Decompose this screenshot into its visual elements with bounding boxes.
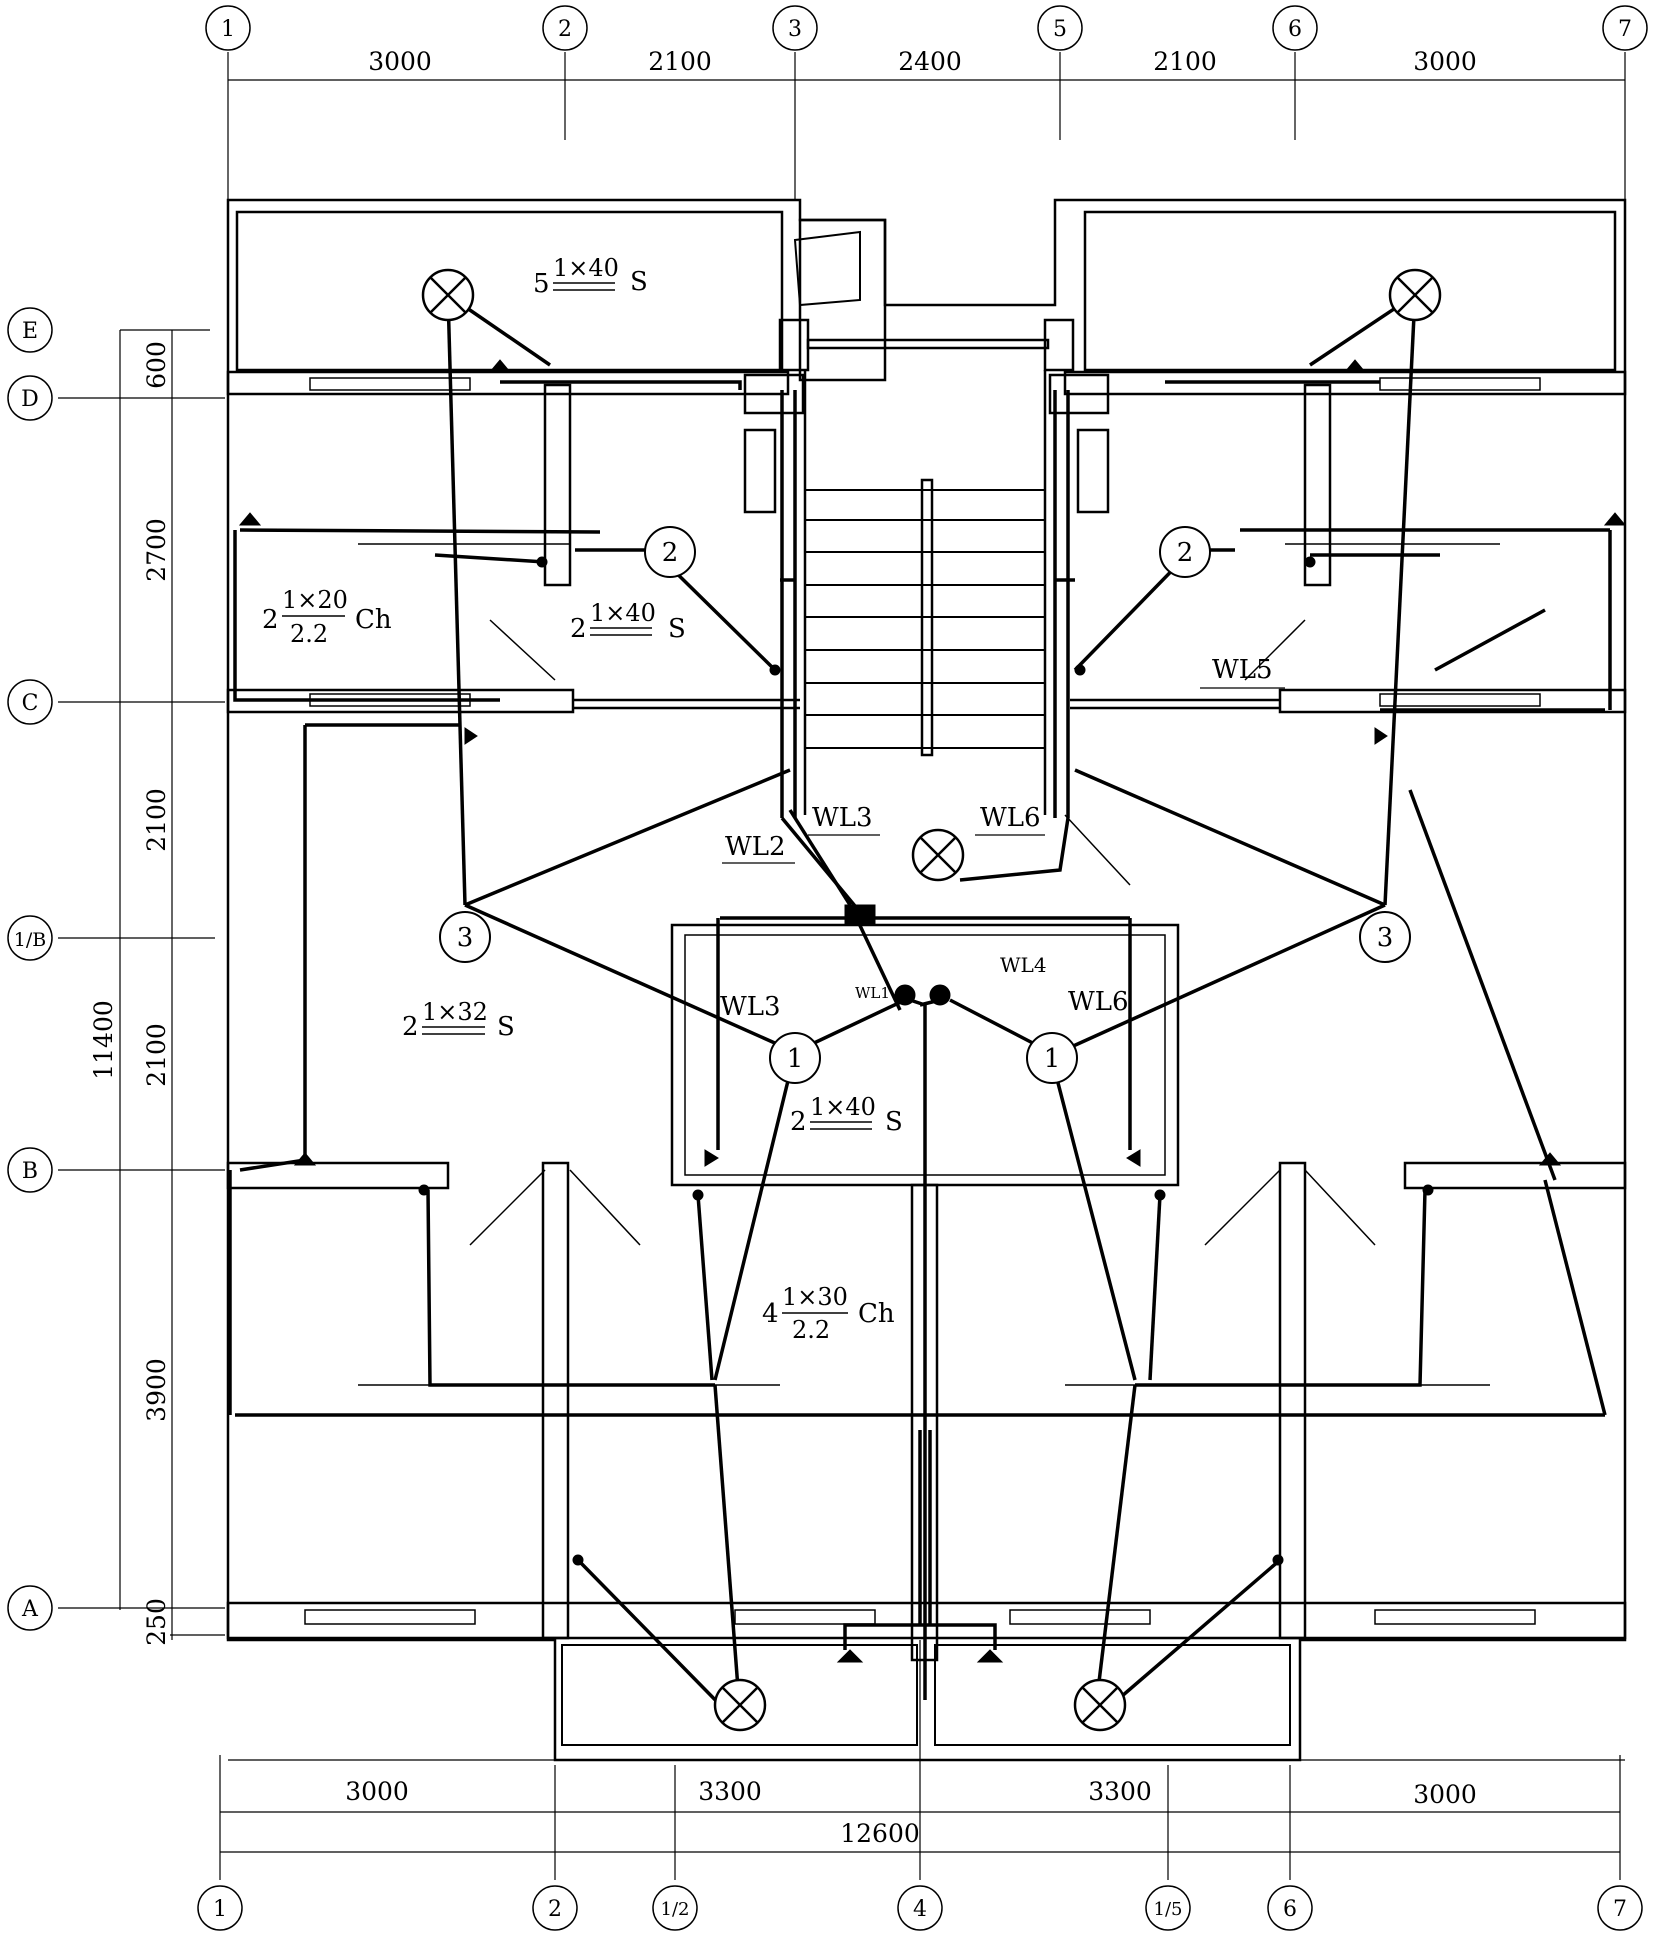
lamp-count: 2	[790, 1107, 807, 1137]
circuit-label: WL6	[1068, 987, 1129, 1017]
lamp-height: 2.2	[290, 620, 328, 648]
dimension-bottom: 3000	[1413, 1780, 1477, 1809]
lamp-icon	[1388, 268, 1442, 322]
dimension-top: 2100	[1153, 47, 1217, 76]
axis-label-bottom: 6	[1283, 1897, 1297, 1922]
axis-label-top: 5	[1053, 17, 1067, 42]
lamp-count: 5	[533, 269, 550, 299]
lamp-spec: 1×40	[590, 599, 656, 627]
axis-label-top: 7	[1618, 17, 1632, 42]
circuit-label: WL2	[725, 832, 786, 862]
node-circles	[439, 526, 1411, 1084]
dimension-left: 600	[142, 341, 171, 389]
lamp-height: 2.2	[792, 1316, 830, 1344]
top-axis-bubbles	[205, 5, 1648, 51]
axis-label-left: D	[21, 387, 39, 412]
lamp-suffix: S	[885, 1107, 903, 1137]
dimension-top: 2100	[648, 47, 712, 76]
node-label: 1	[1044, 1044, 1061, 1074]
axis-label-bottom: 4	[913, 1897, 927, 1922]
lamp-spec: 1×32	[422, 998, 488, 1026]
circuit-label: WL6	[980, 803, 1041, 833]
grid-lines	[58, 52, 1626, 1880]
axis-label-top: 3	[788, 17, 802, 42]
dimension-left: 250	[142, 1598, 171, 1646]
axis-label-bottom: 1/5	[1154, 1899, 1183, 1920]
dimension-top: 3000	[368, 47, 432, 76]
lamp-symbols	[421, 268, 1442, 1732]
dimension-left: 2700	[142, 518, 171, 582]
circuit-label: WL3	[720, 992, 781, 1022]
node-label: 3	[1377, 923, 1394, 953]
axis-label-bottom: 1/2	[661, 1899, 690, 1920]
circuit-labels: WL5 WL3 WL2 WL6 WL4 WL1 WL3 WL6	[720, 655, 1285, 1022]
axis-label-top: 6	[1288, 17, 1302, 42]
node-label: 1	[787, 1044, 804, 1074]
lamp-suffix: S	[497, 1012, 515, 1042]
lamp-suffix: Ch	[858, 1299, 895, 1329]
lamp-icon	[1073, 1678, 1127, 1732]
lamp-count: 2	[402, 1012, 419, 1042]
lamp-count: 2	[262, 605, 279, 635]
axis-label-bottom: 2	[548, 1897, 562, 1922]
node-label: 2	[1177, 538, 1194, 568]
dimension-bottom: 3300	[1088, 1777, 1152, 1806]
lamp-spec: 1×40	[553, 254, 619, 282]
bottom-axis-bubbles	[197, 1885, 1643, 1931]
lamp-spec: 1×30	[782, 1283, 848, 1311]
dimension-top: 3000	[1413, 47, 1477, 76]
lamp-spec: 1×40	[810, 1093, 876, 1121]
axis-label-left: E	[22, 319, 38, 344]
lamp-suffix: S	[630, 267, 648, 297]
circuit-label: WL1	[855, 984, 890, 1002]
dimension-left: 3900	[142, 1358, 171, 1422]
lamp-annotations: 5 1×40 S 2 1×20 2.2 Ch 2 1×40 S 2 1×32 S…	[262, 254, 903, 1344]
lamp-count: 2	[570, 614, 587, 644]
circuit-label: WL3	[812, 803, 873, 833]
dimension-top: 2400	[898, 47, 962, 76]
lamp-count: 4	[762, 1299, 779, 1329]
left-axis-bubbles	[7, 307, 53, 1631]
axis-label-left: C	[22, 691, 39, 716]
lamp-suffix: Ch	[355, 605, 392, 635]
dimension-left: 2100	[142, 788, 171, 852]
axis-label-left: 1/B	[14, 929, 46, 951]
dimension-left: 2100	[142, 1023, 171, 1087]
dimension-left-total: 11400	[89, 1000, 118, 1080]
axis-label-left: A	[21, 1597, 39, 1622]
axis-label-bottom: 1	[213, 1897, 227, 1922]
axis-label-left: B	[22, 1159, 38, 1184]
lamp-icon	[713, 1678, 767, 1732]
axis-label-bottom: 7	[1613, 1897, 1627, 1922]
dimension-bottom: 3300	[698, 1777, 762, 1806]
dimension-bottom: 3000	[345, 1777, 409, 1806]
node-label: 2	[662, 538, 679, 568]
lamp-icon	[421, 268, 475, 322]
axis-label-top: 1	[221, 17, 235, 42]
outlet-symbols	[238, 359, 1627, 1663]
axis-label-top: 2	[558, 17, 572, 42]
lamp-suffix: S	[668, 614, 686, 644]
circuit-label: WL4	[1000, 953, 1047, 977]
node-label: 3	[457, 923, 474, 953]
lamp-icon	[911, 828, 965, 882]
lamp-spec: 1×20	[282, 586, 348, 614]
dimension-bottom-total: 12600	[840, 1819, 920, 1848]
circuit-label: WL5	[1212, 655, 1273, 685]
